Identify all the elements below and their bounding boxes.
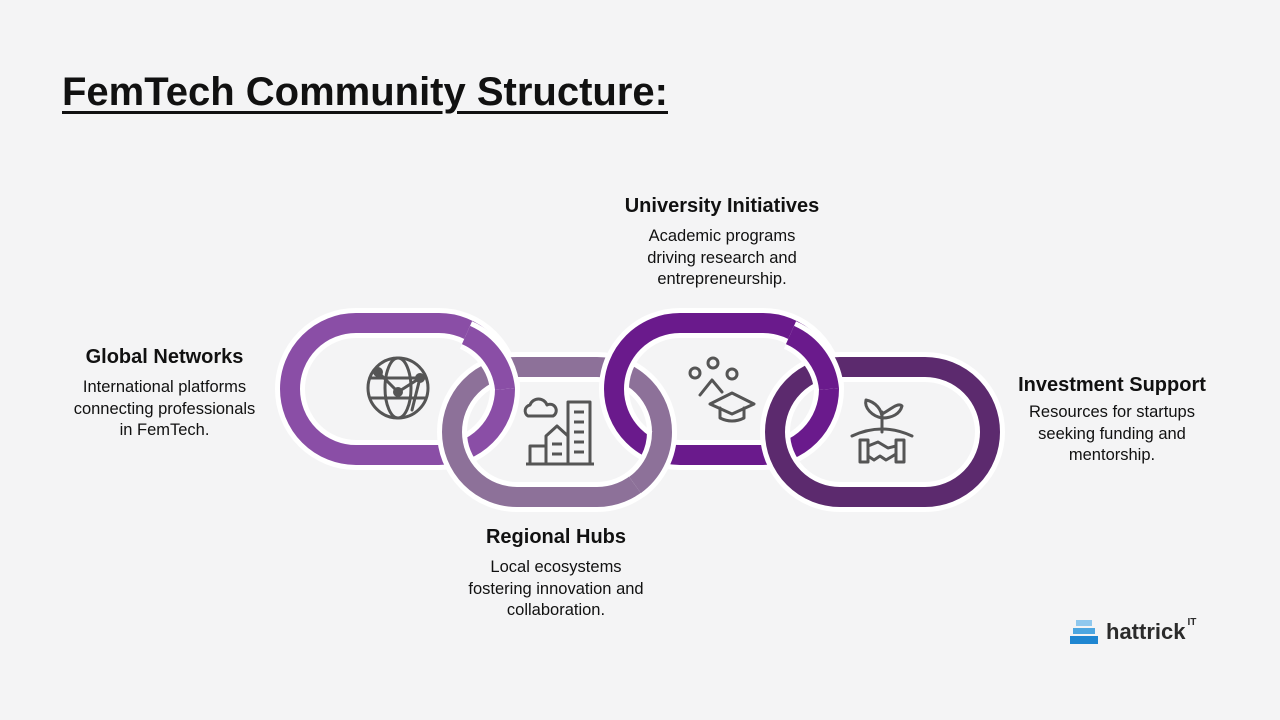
desc-global-networks: International platforms connecting profe… xyxy=(73,378,256,439)
desc-regional-hubs: Local ecosystems fostering innovation an… xyxy=(468,558,644,619)
logo-superscript: IT xyxy=(1187,616,1197,628)
heading-regional-hubs: Regional Hubs xyxy=(485,526,626,548)
logo-text: hattrick xyxy=(1106,619,1186,644)
heading-university-initiatives: University Initiatives xyxy=(624,195,820,217)
globe-network-icon xyxy=(366,356,430,420)
heading-investment-support: Investment Support xyxy=(1018,374,1206,396)
label-investment-support: Investment Support Resources for startup… xyxy=(1012,374,1212,467)
graduation-cap-icon xyxy=(688,356,756,423)
label-university-initiatives: University Initiatives Academic programs… xyxy=(612,195,832,291)
heading-global-networks: Global Networks xyxy=(85,346,244,368)
desc-investment-support: Resources for startups seeking funding a… xyxy=(1029,403,1195,464)
hattrick-logo: hattrick IT xyxy=(1070,616,1197,646)
chain-link-investment xyxy=(760,352,1005,512)
label-global-networks: Global Networks International platforms … xyxy=(52,346,277,442)
label-regional-hubs: Regional Hubs Local ecosystems fostering… xyxy=(446,526,666,622)
desc-university-initiatives: Academic programs driving research and e… xyxy=(647,227,797,288)
page-title: FemTech Community Structure: xyxy=(62,70,668,114)
handshake-plant-icon xyxy=(850,398,914,464)
city-buildings-icon xyxy=(523,397,594,466)
stacked-bars-logo-icon xyxy=(1070,620,1098,644)
